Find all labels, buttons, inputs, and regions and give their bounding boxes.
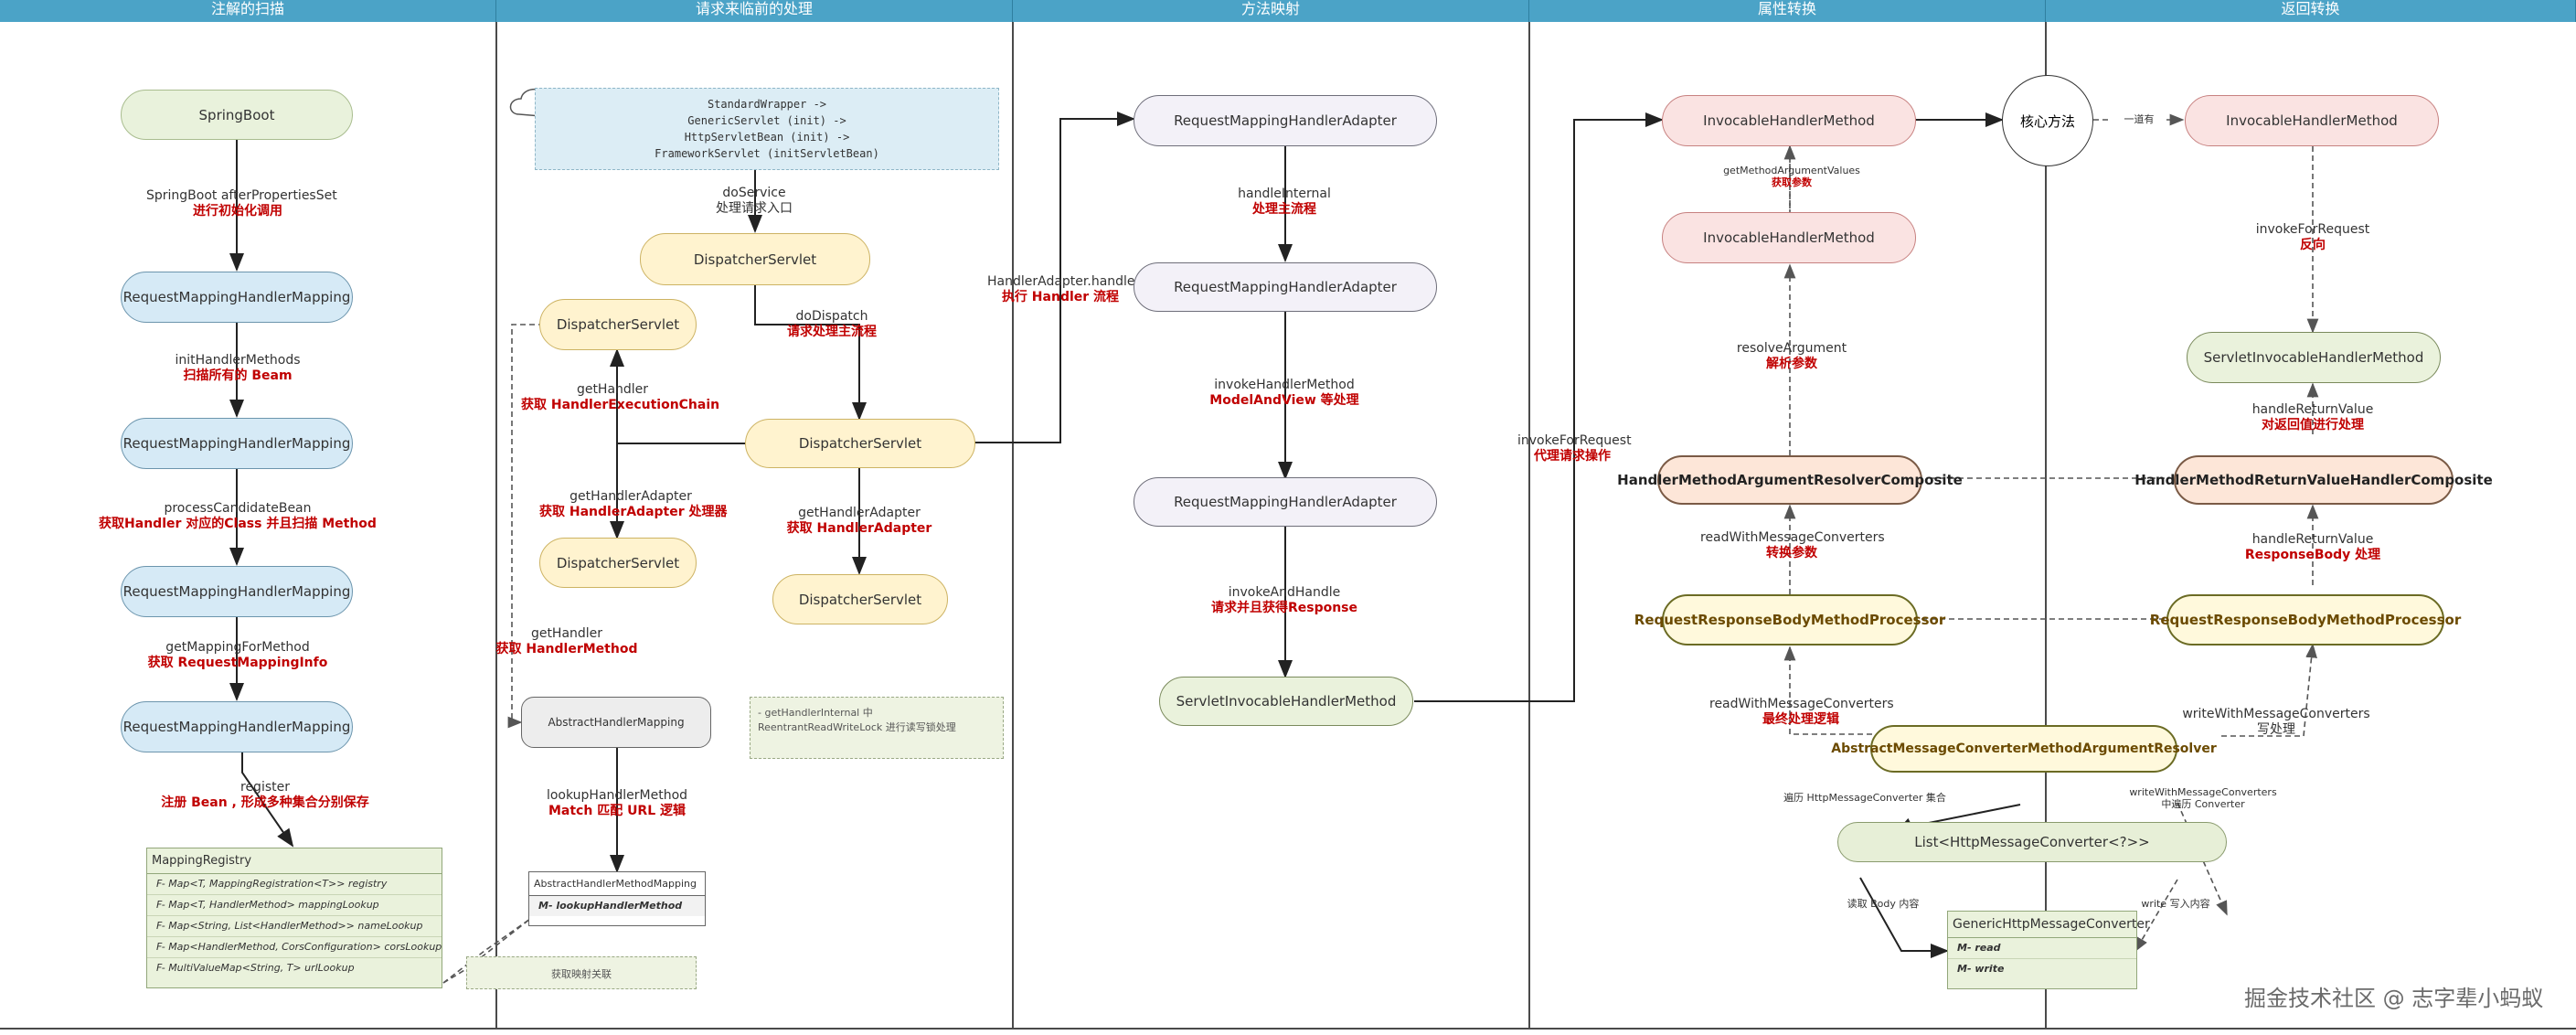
request-mapping-handler-mapping-2: RequestMappingHandlerMapping (121, 418, 353, 469)
ahmm-title: AbstractHandlerMethodMapping (529, 872, 705, 896)
servlet-invocable-handler-method: ServletInvocableHandlerMethod (1159, 677, 1413, 726)
column-divider-2 (1012, 22, 1014, 1028)
request-mapping-handler-mapping-1: RequestMappingHandlerMapping (121, 272, 353, 323)
invocable-handler-method-2: InvocableHandlerMethod (1662, 212, 1916, 263)
registry-field: F- MultiValueMap<String, T> urlLookup (156, 962, 355, 974)
registry-field: F- Map<T, HandlerMethod> mappingLookup (147, 895, 442, 916)
request-mapping-handler-mapping-4: RequestMappingHandlerMapping (121, 701, 353, 752)
handler-method-argument-resolver-composite: HandlerMethodArgumentResolverComposite (1617, 455, 1963, 505)
ahmm-method: M- lookupHandlerMethod (529, 896, 705, 916)
request-mapping-handler-adapter-1: RequestMappingHandlerAdapter (1134, 95, 1437, 146)
dispatcher-servlet-center: DispatcherServlet (745, 419, 975, 468)
header-return-conversion: 返回转换 (2046, 0, 2576, 22)
ghmc-method-read: M- read (1948, 938, 2136, 959)
request-mapping-handler-mapping-3: RequestMappingHandlerMapping (121, 566, 353, 617)
column-divider-1 (495, 22, 497, 1028)
column-divider-4 (2045, 22, 2047, 1028)
header-annotation-scan: 注解的扫描 (0, 0, 496, 22)
generic-http-message-converter-class: GenericHttpMessageConverter M- read M- w… (1947, 911, 2150, 989)
abstract-handler-method-mapping-class: AbstractHandlerMethodMapping M- lookupHa… (528, 871, 706, 926)
init-chain-line: HttpServletBean (init) -> (684, 131, 850, 144)
edge-label-read-body: 读取 Body 内容 (1847, 898, 1920, 910)
invocable-handler-method-right: InvocableHandlerMethod (2185, 95, 2439, 146)
mapping-registry-title: MappingRegistry (147, 848, 442, 874)
registry-field: F- Map<HandlerMethod, CorsConfiguration>… (147, 937, 442, 958)
dispatcher-servlet-left: DispatcherServlet (539, 299, 697, 350)
servlet-invocable-handler-method-right: ServletInvocableHandlerMethod (2187, 332, 2441, 383)
read-write-lock-note: - getHandlerInternal 中 ReentrantReadWrit… (750, 697, 1004, 759)
registry-field: F- Map<String, List<HandlerMethod>> name… (147, 916, 442, 937)
mapping-registry-class: MappingRegistry F- Map<T, MappingRegistr… (146, 848, 442, 988)
init-chain-line: StandardWrapper -> (707, 98, 827, 111)
init-chain-line: FrameworkServlet (initServletBean) (655, 147, 879, 160)
request-mapping-handler-adapter-2: RequestMappingHandlerAdapter (1134, 262, 1437, 312)
handler-method-return-value-handler-composite: HandlerMethodReturnValueHandlerComposite (2134, 455, 2493, 505)
request-response-body-method-processor-left: RequestResponseBodyMethodProcessor (1634, 594, 1945, 646)
core-method-circle: 核心方法 (2002, 75, 2093, 166)
header-property-conversion: 属性转换 (1529, 0, 2046, 22)
ghmc-method-write: M- write (1957, 963, 2005, 975)
dispatcher-servlet-right: DispatcherServlet (772, 574, 948, 624)
springboot-node: SpringBoot (121, 90, 353, 140)
ghmc-title: GenericHttpMessageConverter (1948, 912, 2150, 938)
http-message-converter-list: List<HttpMessageConverter<?>> (1837, 822, 2227, 862)
init-chain-line: GenericServlet (init) -> (687, 114, 846, 127)
header-method-mapping: 方法映射 (1013, 0, 1529, 22)
abstract-message-converter-argument-resolver: AbstractMessageConverterMethodArgumentRe… (1831, 725, 2217, 773)
header-pre-request: 请求来临前的处理 (496, 0, 1013, 22)
request-mapping-handler-adapter-3: RequestMappingHandlerAdapter (1134, 477, 1437, 527)
mapping-association-note: 获取映射关联 (466, 956, 697, 989)
registry-field: F- Map<T, MappingRegistration<T>> regist… (147, 874, 442, 895)
watermark: 掘金技术社区 @ 志字辈小蚂蚁 (2244, 986, 2544, 1011)
servlet-init-chain-box: StandardWrapper -> GenericServlet (init)… (535, 88, 999, 170)
edge-label-write-body: write 写入内容 (2141, 898, 2210, 910)
request-response-body-method-processor-right: RequestResponseBodyMethodProcessor (2150, 594, 2461, 646)
abstract-handler-mapping: AbstractHandlerMapping (521, 697, 711, 748)
bottom-border (0, 1028, 2576, 1030)
edge-label-stream: 一道有 (2112, 113, 2166, 125)
dispatcher-servlet-main: DispatcherServlet (640, 233, 870, 285)
invocable-handler-method-1: InvocableHandlerMethod (1662, 95, 1916, 146)
column-divider-3 (1528, 22, 1530, 1028)
edge-label-loop-converters: 遍历 HttpMessageConverter 集合 (1783, 792, 1946, 804)
dispatcher-servlet-left-2: DispatcherServlet (539, 538, 697, 588)
